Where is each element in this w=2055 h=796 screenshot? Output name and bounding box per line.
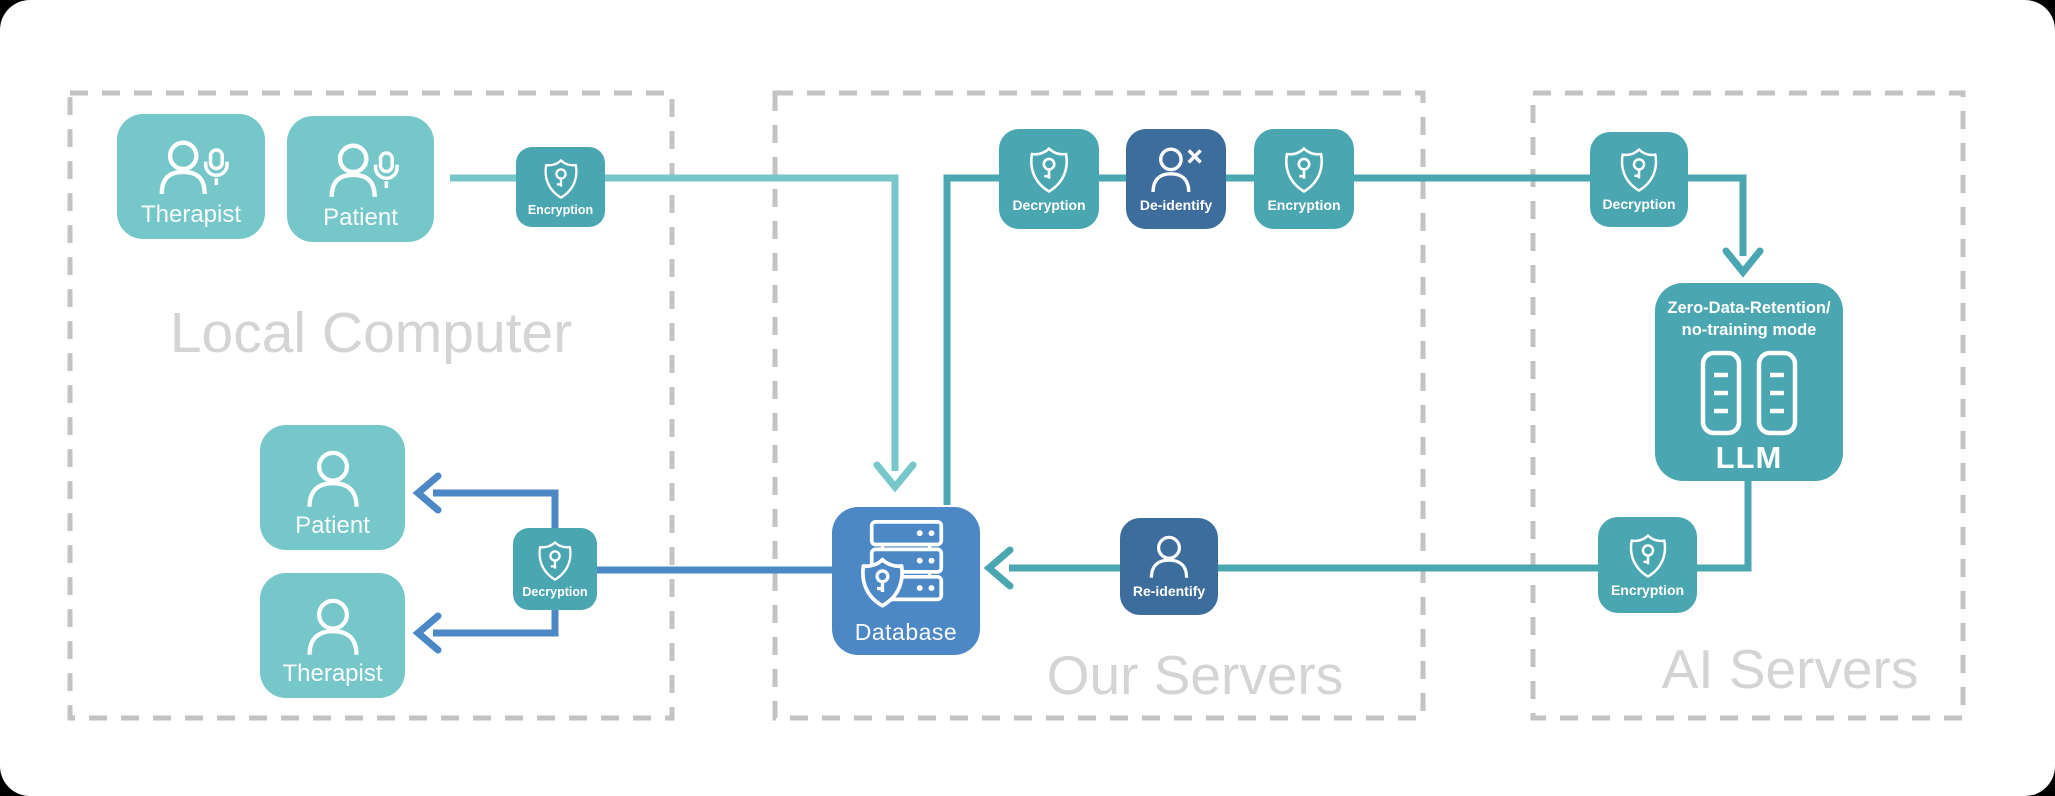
shield-key-icon	[1618, 147, 1660, 193]
llm-node: Zero-Data-Retention/ no-training mode LL…	[1655, 283, 1843, 481]
person-icon	[1145, 534, 1193, 580]
arrow-down-into-llm-icon	[1722, 247, 1764, 278]
arrows-into-patient-therapist-icon	[412, 472, 442, 654]
person-mic-icon	[152, 139, 230, 198]
node-label: Database	[854, 618, 958, 645]
server-rack-icon	[1700, 350, 1742, 436]
section-title-ai-servers: AI Servers	[1661, 638, 1919, 700]
database-shield-icon	[857, 517, 955, 617]
node-label: Re-identify	[1132, 583, 1206, 599]
database-node: Database	[832, 507, 980, 655]
encryption-node-ai: Encryption	[1598, 517, 1697, 613]
node-label: Patient	[295, 512, 370, 539]
llm-mode-line1: Zero-Data-Retention/	[1667, 299, 1831, 317]
our-servers-section-border	[772, 90, 1426, 721]
arrow-down-into-database-icon	[873, 461, 917, 493]
node-label: LLM	[1715, 439, 1783, 475]
node-label: Encryption	[1610, 581, 1685, 598]
llm-mode-title: Zero-Data-Retention/ no-training mode	[1667, 297, 1830, 342]
node-label: De-identify	[1139, 196, 1213, 213]
de-identify-node: De-identify	[1126, 129, 1226, 229]
node-label: Encryption	[1267, 196, 1341, 213]
local-computer-section-border	[67, 90, 675, 721]
shield-key-icon	[1282, 146, 1326, 194]
person-x-icon	[1148, 146, 1204, 194]
person-icon	[301, 597, 365, 657]
therapist-recipient-node: Therapist	[260, 573, 405, 698]
node-label: Decryption	[1012, 196, 1086, 213]
server-rack-icon	[1756, 350, 1798, 436]
shield-key-icon	[1627, 533, 1669, 579]
ai-servers-section-border	[1530, 90, 1966, 721]
llm-servers	[1700, 350, 1798, 436]
llm-mode-line2: no-training mode	[1681, 321, 1817, 340]
section-title-local-computer: Local Computer	[169, 301, 573, 365]
re-identify-node: Re-identify	[1120, 518, 1218, 615]
shield-key-icon	[1027, 146, 1071, 194]
database-to-users-line	[433, 489, 832, 637]
shield-key-icon	[542, 158, 580, 200]
therapist-source-node: Therapist	[117, 114, 265, 239]
encryption-node-local: Encryption	[516, 147, 605, 227]
node-label: Decryption	[1602, 196, 1676, 212]
shield-key-icon	[536, 540, 574, 582]
patient-recipient-node: Patient	[260, 425, 405, 550]
arrow-left-into-database-icon	[983, 546, 1014, 590]
section-title-our-servers: Our Servers	[1046, 644, 1344, 706]
decryption-node-ai: Decryption	[1590, 132, 1688, 227]
llm-to-database-line	[1009, 480, 1752, 572]
node-label: Therapist	[282, 660, 383, 687]
decryption-node-server: Decryption	[999, 129, 1099, 229]
node-label: Therapist	[140, 201, 242, 228]
node-label: Encryption	[527, 202, 594, 217]
decryption-node-local: Decryption	[513, 528, 597, 610]
person-mic-icon	[322, 142, 400, 201]
node-label: Patient	[323, 204, 398, 231]
patient-source-node: Patient	[287, 116, 434, 242]
node-label: Decryption	[522, 584, 588, 599]
person-icon	[301, 449, 365, 509]
encryption-node-server: Encryption	[1254, 129, 1354, 229]
